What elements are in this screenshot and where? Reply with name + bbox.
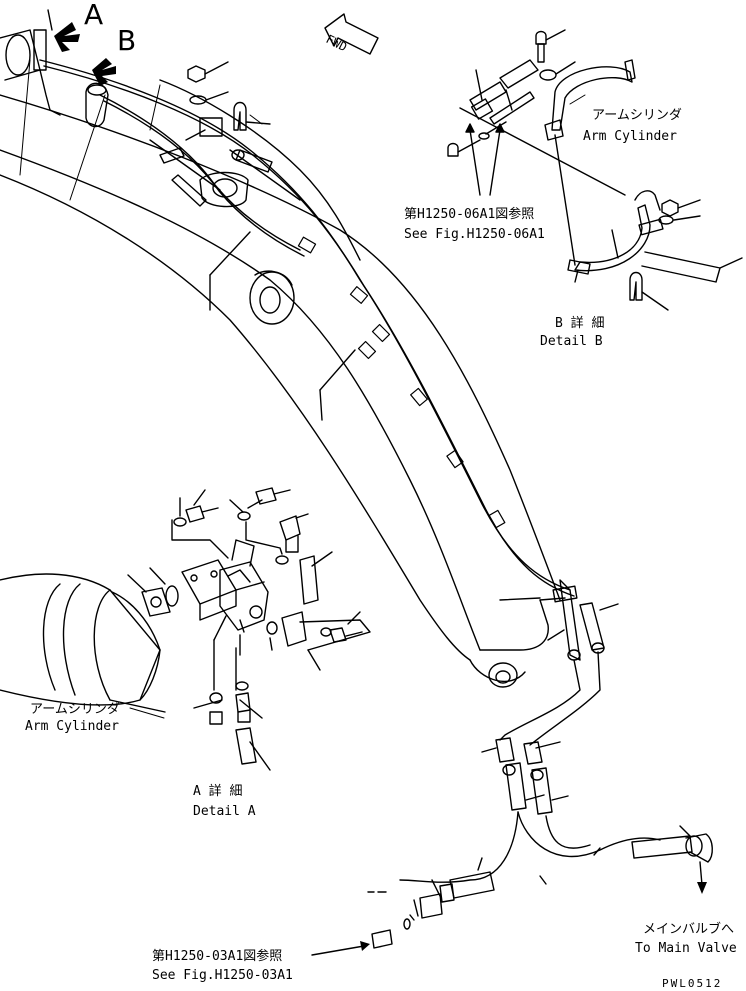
ref-fig-06a1-en: See Fig.H1250-06A1 [404, 227, 545, 242]
detail-b-ref-arrows [465, 123, 505, 196]
lower-hose-routing [311, 579, 713, 956]
arm-cylinder-en-a: Arm Cylinder [25, 719, 119, 734]
drawing-code: PWL0512 [662, 977, 723, 990]
top-hardware [159, 61, 273, 208]
view-label-a: A [84, 0, 104, 31]
detail-b-title-jp: B 詳 細 [555, 316, 605, 331]
fwd-direction-arrow [324, 13, 379, 55]
arm-cylinder-b-leader [569, 94, 586, 105]
detail-a-title-en: Detail A [193, 804, 256, 819]
main-valve-jp: メインバルブへ [643, 922, 735, 937]
arm-cylinder-head-top [0, 9, 61, 116]
pipe-clamp-b [85, 82, 109, 128]
leader-lines-top [19, 59, 263, 201]
hose-clamps [297, 236, 506, 529]
arm-cylinder-jp-b: アームシリンダ [592, 108, 682, 123]
hose-lines-arm [39, 59, 575, 597]
detail-b-title-en: Detail B [540, 334, 603, 349]
view-label-b: B [117, 24, 137, 57]
arm-boom-outline [0, 94, 566, 688]
ref-fig-03a1-en: See Fig.H1250-03A1 [152, 968, 293, 983]
arm-cylinder-jp-a: アームシリンダ [30, 702, 120, 717]
ref-fig-03a1-jp: 第H1250-03A1図参照 [152, 949, 283, 964]
arm-cylinder-a-leader [129, 707, 165, 719]
detail-b-drawing [447, 29, 743, 311]
ref-fig-06a1-jp: 第H1250-06A1図参照 [404, 207, 535, 222]
detail-a-drawing [0, 487, 371, 771]
view-arrow-b [92, 58, 116, 86]
main-valve-en: To Main Valve [635, 941, 737, 956]
view-arrow-a [54, 22, 80, 52]
arm-cylinder-en-b: Arm Cylinder [583, 129, 677, 144]
detail-a-title-jp: A 詳 細 [193, 784, 243, 799]
